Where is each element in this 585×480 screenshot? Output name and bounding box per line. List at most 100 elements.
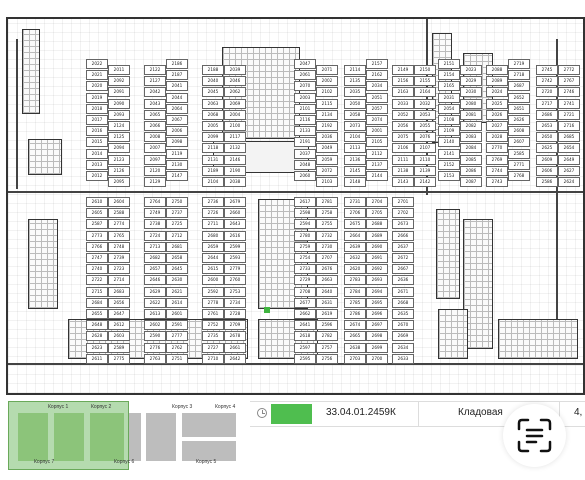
storage-unit[interactable]: 2164 xyxy=(414,87,436,97)
storage-unit[interactable]: 2104 xyxy=(344,132,366,142)
storage-unit[interactable]: 2713 xyxy=(144,242,166,252)
storage-unit[interactable]: 2714 xyxy=(108,275,130,285)
storage-unit[interactable]: 2088 xyxy=(486,65,508,75)
storage-unit[interactable]: 2619 xyxy=(316,309,338,319)
storage-unit[interactable]: 2058 xyxy=(344,110,366,120)
storage-unit[interactable]: 2080 xyxy=(460,99,482,109)
storage-unit[interactable]: 2732 xyxy=(316,231,338,241)
storage-unit[interactable]: 2716 xyxy=(558,121,580,131)
storage-unit[interactable]: 2617 xyxy=(294,197,316,207)
storage-unit[interactable]: 2688 xyxy=(366,219,388,229)
storage-unit[interactable]: 2767 xyxy=(558,76,580,86)
storage-unit[interactable]: 2050 xyxy=(344,99,366,109)
storage-unit[interactable]: 2144 xyxy=(366,171,388,181)
storage-unit[interactable]: 2005 xyxy=(202,121,224,131)
storage-unit[interactable]: 2019 xyxy=(86,93,108,103)
storage-unit[interactable]: 2138 xyxy=(392,166,414,176)
storage-unit[interactable]: 2627 xyxy=(558,166,580,176)
storage-unit[interactable]: 2034 xyxy=(366,81,388,91)
storage-unit[interactable]: 2745 xyxy=(536,65,558,75)
storage-unit[interactable]: 2113 xyxy=(344,143,366,153)
storage-unit[interactable]: 2059 xyxy=(316,155,338,165)
storage-unit[interactable]: 2773 xyxy=(86,231,108,241)
storage-unit[interactable]: 2655 xyxy=(86,309,108,319)
storage-unit[interactable]: 2702 xyxy=(392,208,414,218)
storage-unit[interactable]: 2143 xyxy=(392,177,414,187)
storage-unit[interactable]: 2600 xyxy=(202,275,224,285)
storage-unit[interactable]: 2042 xyxy=(144,87,166,97)
storage-unit[interactable]: 2736 xyxy=(202,197,224,207)
storage-unit[interactable]: 2594 xyxy=(294,219,316,229)
storage-unit[interactable]: 2724 xyxy=(144,231,166,241)
storage-unit[interactable]: 2774 xyxy=(108,219,130,229)
storage-unit[interactable]: 2027 xyxy=(486,121,508,131)
building-label[interactable]: Корпус 3 xyxy=(172,404,193,410)
storage-unit[interactable]: 2694 xyxy=(366,287,388,297)
storage-unit[interactable]: 2780 xyxy=(294,231,316,241)
storage-unit[interactable]: 2002 xyxy=(316,76,338,86)
storage-unit[interactable]: 2686 xyxy=(536,110,558,120)
storage-unit[interactable]: 2662 xyxy=(294,309,316,319)
storage-unit[interactable]: 2122 xyxy=(144,65,166,75)
storage-unit[interactable]: 2013 xyxy=(86,160,108,170)
storage-unit[interactable]: 2610 xyxy=(86,197,108,207)
storage-unit[interactable]: 2014 xyxy=(86,149,108,159)
storage-unit[interactable]: 2621 xyxy=(166,287,188,297)
storage-unit[interactable]: 2630 xyxy=(166,275,188,285)
storage-unit[interactable]: 2053 xyxy=(414,110,436,120)
storage-unit[interactable]: 2025 xyxy=(486,99,508,109)
storage-unit[interactable]: 2021 xyxy=(86,70,108,80)
storage-unit[interactable]: 2691 xyxy=(366,253,388,263)
storage-unit[interactable]: 2705 xyxy=(366,208,388,218)
storage-unit[interactable]: 2057 xyxy=(366,104,388,114)
storage-unit[interactable]: 2134 xyxy=(316,110,338,120)
storage-unit[interactable]: 2640 xyxy=(316,287,338,297)
building-label[interactable]: Корпус 4 xyxy=(215,404,236,410)
storage-unit[interactable]: 2664 xyxy=(344,231,366,241)
storage-unit[interactable]: 2150 xyxy=(414,65,436,75)
storage-unit[interactable]: 2587 xyxy=(86,219,108,229)
storage-unit[interactable]: 2604 xyxy=(108,197,130,207)
storage-unit[interactable]: 2190 xyxy=(224,166,246,176)
storage-unit[interactable]: 2075 xyxy=(392,132,414,142)
storage-unit[interactable]: 2729 xyxy=(294,275,316,285)
storage-unit[interactable]: 2710 xyxy=(202,354,224,364)
storage-unit[interactable]: 2653 xyxy=(536,121,558,131)
storage-unit[interactable]: 2708 xyxy=(294,287,316,297)
storage-unit[interactable]: 2735 xyxy=(202,331,224,341)
storage-unit[interactable]: 2777 xyxy=(166,331,188,341)
storage-unit[interactable]: 2725 xyxy=(166,219,188,229)
storage-unit[interactable]: 2038 xyxy=(224,177,246,187)
storage-unit[interactable]: 2109 xyxy=(438,126,460,136)
storage-unit[interactable]: 2147 xyxy=(166,171,188,181)
storage-unit[interactable]: 2748 xyxy=(108,242,130,252)
storage-unit[interactable]: 2051 xyxy=(366,93,388,103)
storage-unit[interactable]: 2626 xyxy=(508,115,530,125)
storage-unit[interactable]: 2192 xyxy=(316,121,338,131)
storage-unit[interactable]: 2072 xyxy=(316,166,338,176)
storage-unit[interactable]: 2061 xyxy=(294,70,316,80)
storage-unit[interactable]: 2690 xyxy=(366,242,388,252)
storage-unit[interactable]: 2084 xyxy=(460,143,482,153)
storage-unit[interactable]: 2035 xyxy=(344,87,366,97)
storage-unit[interactable]: 2162 xyxy=(366,70,388,80)
storage-unit[interactable]: 2668 xyxy=(392,298,414,308)
storage-unit[interactable]: 2747 xyxy=(86,253,108,263)
storage-unit[interactable]: 2753 xyxy=(224,287,246,297)
storage-unit[interactable]: 2661 xyxy=(224,343,246,353)
storage-unit[interactable]: 2033 xyxy=(392,99,414,109)
storage-unit[interactable]: 2700 xyxy=(366,354,388,364)
storage-unit[interactable]: 2156 xyxy=(392,76,414,86)
storage-unit[interactable]: 2006 xyxy=(166,126,188,136)
storage-unit[interactable]: 2091 xyxy=(108,87,130,97)
storage-unit[interactable]: 2004 xyxy=(224,110,246,120)
storage-unit[interactable]: 2098 xyxy=(166,137,188,147)
building-label[interactable]: Корпус 2 xyxy=(91,404,112,410)
storage-unit[interactable]: 2656 xyxy=(108,298,130,308)
storage-unit[interactable]: 2786 xyxy=(344,309,366,319)
storage-unit[interactable]: 2100 xyxy=(224,121,246,131)
storage-unit[interactable]: 2127 xyxy=(144,76,166,86)
storage-unit[interactable]: 2685 xyxy=(558,132,580,142)
storage-unit[interactable]: 2678 xyxy=(224,331,246,341)
storage-unit[interactable]: 2016 xyxy=(86,126,108,136)
